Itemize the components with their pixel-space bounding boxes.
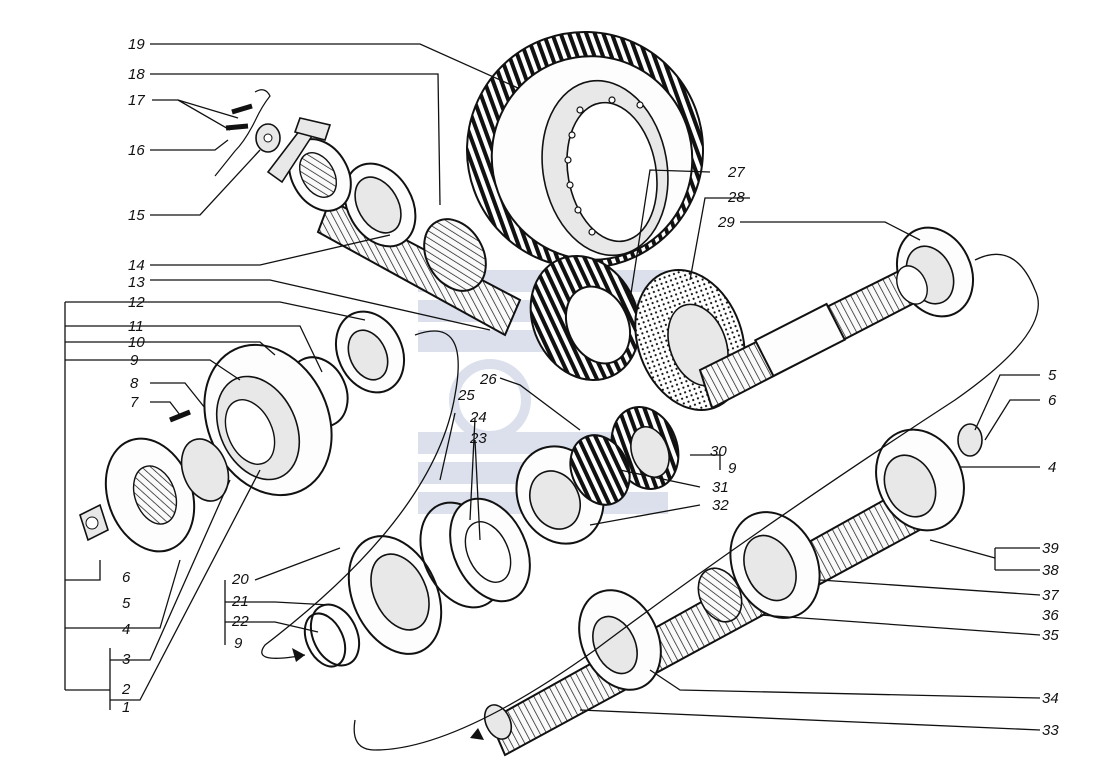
label-6-right: 6	[1048, 392, 1057, 409]
label-5-left: 5	[122, 595, 131, 612]
label-13: 13	[128, 274, 145, 291]
label-1: 1	[122, 699, 130, 716]
label-27: 27	[727, 164, 745, 181]
bearing-housing-9-12	[203, 310, 406, 497]
label-28: 28	[727, 189, 745, 206]
label-14: 14	[128, 257, 145, 274]
assembly-arrows	[261, 253, 1039, 751]
label-39: 39	[1042, 540, 1059, 557]
label-15: 15	[128, 207, 145, 224]
label-25: 25	[457, 387, 475, 404]
label-24: 24	[469, 409, 487, 426]
label-37: 37	[1042, 587, 1059, 604]
bevel-gears-27-28	[529, 254, 746, 490]
housing-plates-20-25	[303, 497, 531, 668]
label-35: 35	[1042, 627, 1059, 644]
label-5-right: 5	[1048, 367, 1057, 384]
label-33: 33	[1042, 722, 1059, 739]
label-20: 20	[231, 571, 249, 588]
label-6-left: 6	[122, 569, 131, 586]
label-12: 12	[128, 294, 145, 311]
label-32: 32	[712, 497, 729, 514]
label-4-right: 4	[1048, 459, 1056, 476]
label-9-a: 9	[130, 352, 139, 369]
label-22: 22	[231, 613, 249, 630]
flange-4-left	[79, 409, 230, 553]
label-11: 11	[128, 318, 144, 335]
label-16: 16	[128, 142, 145, 159]
label-17: 17	[128, 92, 145, 109]
pinion-shaft-14	[266, 117, 522, 337]
label-10: 10	[128, 334, 145, 351]
label-31: 31	[712, 479, 729, 496]
label-30: 30	[710, 443, 727, 460]
label-36: 36	[1042, 607, 1059, 624]
label-9-c: 9	[728, 460, 737, 477]
nut-and-bolts-15-17	[214, 89, 281, 177]
label-7: 7	[130, 394, 139, 411]
label-3: 3	[122, 651, 131, 668]
label-38: 38	[1042, 562, 1059, 579]
axle-shaft-29	[698, 226, 974, 410]
label-9-b: 9	[234, 635, 243, 652]
leader-lines	[64, 43, 1041, 731]
label-26: 26	[479, 371, 497, 388]
label-2: 2	[121, 681, 131, 698]
label-21: 21	[231, 593, 249, 610]
label-19: 19	[128, 36, 145, 53]
label-34: 34	[1042, 690, 1059, 707]
spline-shaft-33-39	[483, 423, 983, 757]
pinion-31-32	[515, 434, 631, 545]
label-29: 29	[717, 214, 735, 231]
label-23: 23	[469, 430, 487, 447]
label-4-left: 4	[122, 621, 130, 638]
part-labels: 19 18 17 16 15 14 13 12 11 10 9 8 7 6 5 …	[121, 36, 1059, 739]
label-8: 8	[130, 375, 139, 392]
label-18: 18	[128, 66, 145, 83]
